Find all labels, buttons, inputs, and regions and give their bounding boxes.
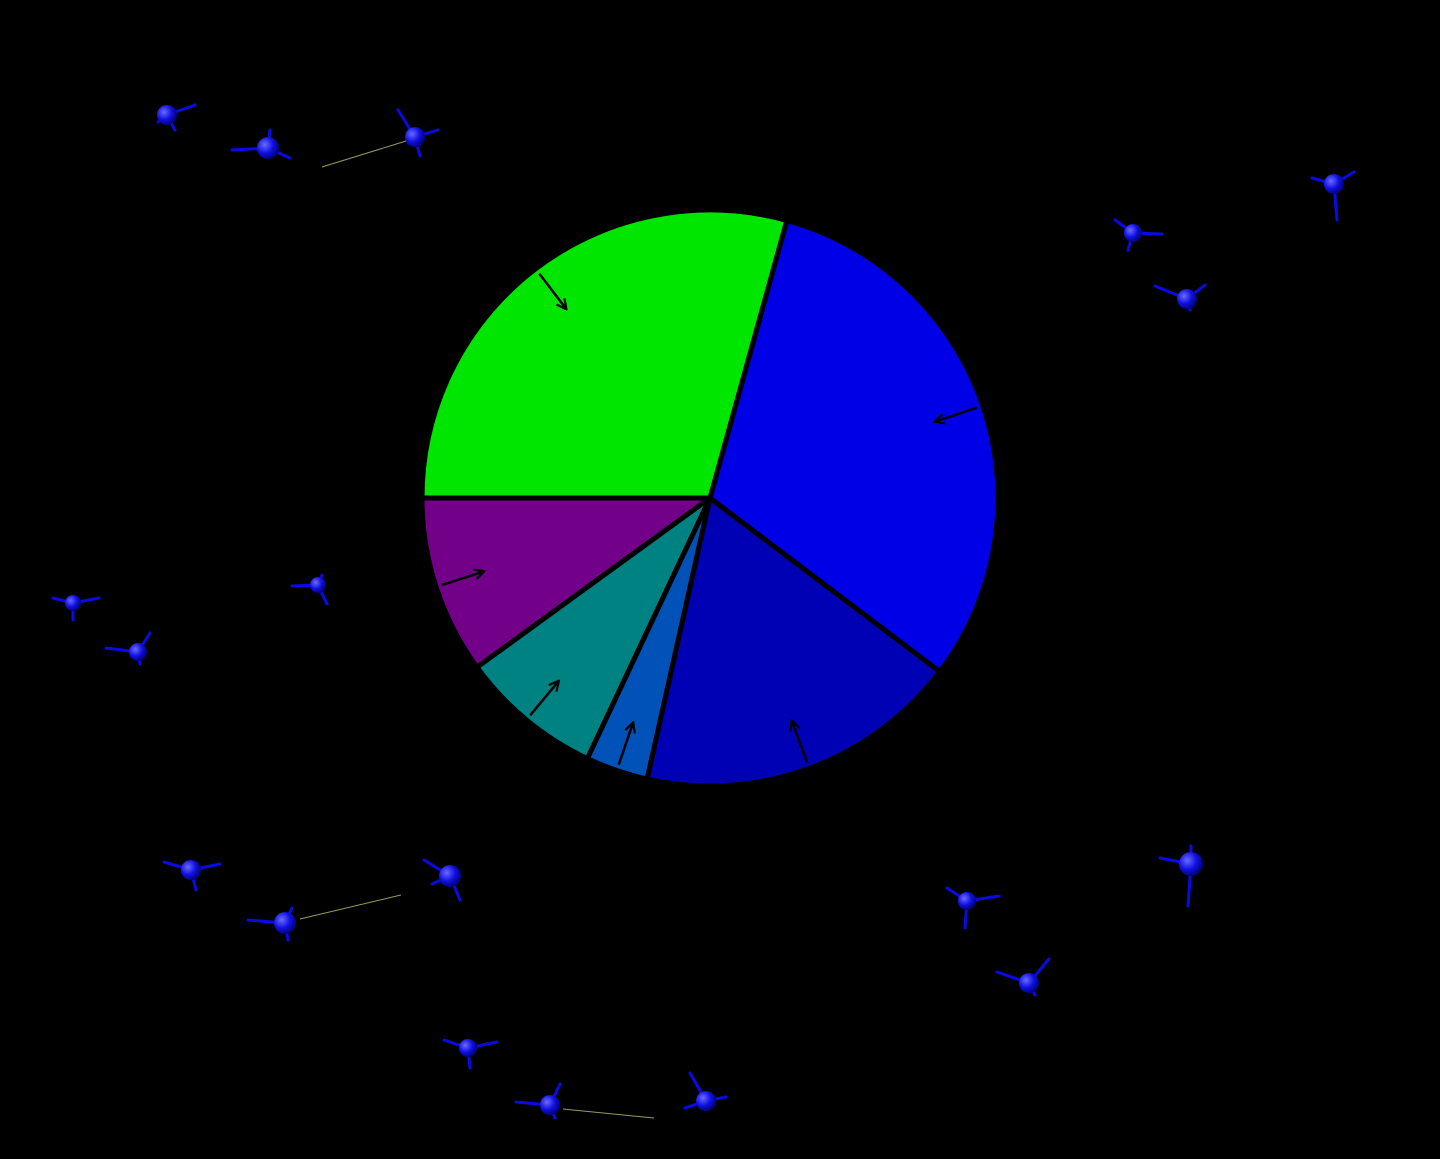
slice-arrow-5 — [935, 406, 978, 422]
slice-arrow-2 — [529, 681, 558, 717]
molecule-icon — [396, 108, 440, 158]
molecule-icon — [683, 1071, 728, 1111]
background-molecules — [51, 103, 1356, 1120]
molecule-connector-line — [562, 1108, 655, 1119]
slice-arrow-1 — [441, 572, 484, 587]
molecule-icon — [104, 631, 152, 666]
molecule-icon — [995, 957, 1051, 997]
molecule-icon — [246, 906, 296, 942]
molecule-icon — [422, 858, 462, 902]
pie-slice-2 — [474, 495, 713, 762]
pie-slices — [419, 207, 1001, 789]
molecule-icon — [51, 595, 101, 622]
molecule-icon — [442, 1038, 499, 1070]
molecule-icon — [230, 128, 292, 160]
slice-arrow-3 — [617, 723, 633, 766]
slice-annotation-arrows — [441, 272, 978, 766]
molecule-connector-line — [321, 140, 407, 168]
molecule-icon — [1158, 844, 1203, 908]
molecule-icon — [1310, 170, 1356, 222]
pie-slice-4 — [644, 495, 943, 789]
molecule-icon — [290, 573, 329, 606]
molecule-icon — [1153, 283, 1207, 312]
slice-arrow-4 — [792, 721, 809, 764]
pie-slice-5 — [707, 217, 1001, 675]
molecule-connector-line — [299, 894, 402, 920]
pie-slice-1 — [419, 495, 713, 670]
molecule-icon — [1113, 218, 1164, 252]
molecule-icon — [162, 860, 222, 892]
molecule-icon — [945, 886, 1001, 930]
molecule-icon — [156, 103, 197, 132]
molecule-icon — [514, 1082, 562, 1120]
slice-arrow-6 — [538, 272, 566, 309]
pie-slice-6 — [419, 207, 790, 501]
